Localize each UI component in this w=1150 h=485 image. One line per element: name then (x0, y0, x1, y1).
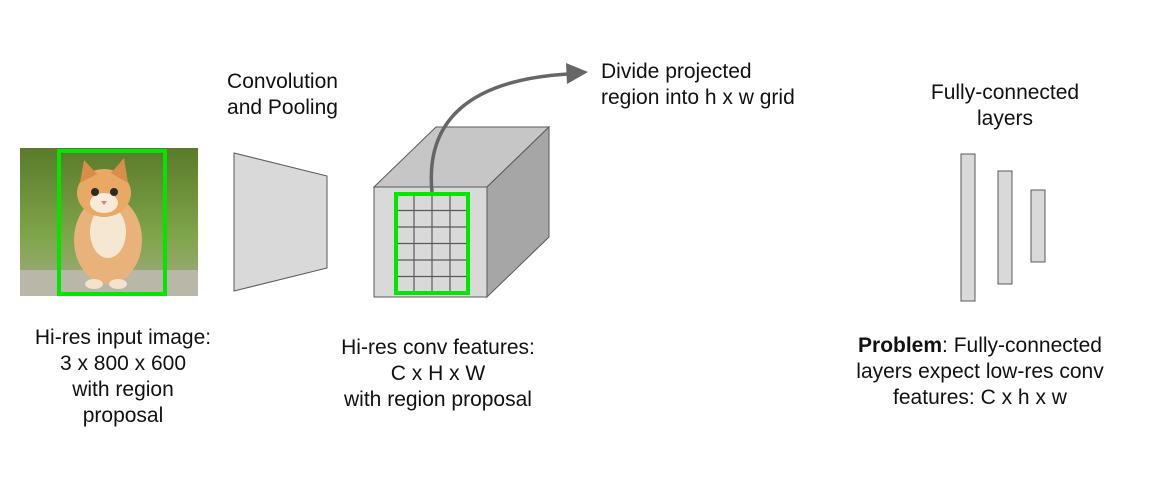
conv-caption: Hi-res conv features: C x H x W with reg… (318, 335, 558, 413)
divide-line-1: Divide projected (601, 60, 752, 83)
conv-pool-trapezoid (233, 152, 328, 292)
fc-layer-1 (960, 153, 976, 302)
problem-caption: Problem: Fully-connected layers expect l… (830, 333, 1130, 411)
conv-pool-line-2: and Pooling (227, 96, 338, 119)
problem-line-1: Problem: Fully-connected (830, 333, 1130, 359)
arrow-head (566, 63, 588, 84)
fc-layer-3 (1030, 189, 1046, 263)
problem-line-2: layers expect low-res conv (856, 360, 1104, 383)
conv-pool-line-1: Convolution (227, 70, 338, 93)
input-region-proposal-box (57, 149, 167, 296)
divide-label: Divide projected region into h x w grid (601, 59, 795, 111)
fc-title-line-1: Fully-connected (930, 81, 1080, 104)
projected-region-box (394, 192, 470, 295)
conv-feature-block (372, 125, 551, 299)
problem-bold: Problem (858, 334, 943, 357)
fc-title-label: Fully-connected layers (910, 80, 1100, 132)
block-front-face (373, 186, 488, 298)
divide-line-2: region into h x w grid (601, 86, 795, 109)
input-caption: Hi-res input image: 3 x 800 x 600 with r… (13, 325, 233, 429)
conv-caption-line-1: Hi-res conv features: (341, 336, 535, 359)
fc-layer-2 (997, 170, 1013, 285)
problem-rest: : Fully-connected (942, 334, 1102, 357)
input-caption-line-3: with region (72, 378, 174, 401)
fc-title-line-2: layers (976, 107, 1034, 130)
projected-region-grid (396, 194, 468, 293)
conv-pool-label: Convolution and Pooling (210, 69, 355, 121)
conv-caption-line-2: C x H x W (390, 362, 486, 385)
input-caption-line-1: Hi-res input image: (34, 326, 212, 349)
input-caption-line-4: proposal (82, 404, 164, 427)
conv-caption-line-3: with region proposal (344, 388, 532, 411)
projection-arrow (429, 72, 569, 193)
input-caption-line-2: 3 x 800 x 600 (59, 352, 187, 375)
problem-line-3: features: C x h x w (893, 386, 1067, 409)
kitten-photo (20, 148, 198, 296)
